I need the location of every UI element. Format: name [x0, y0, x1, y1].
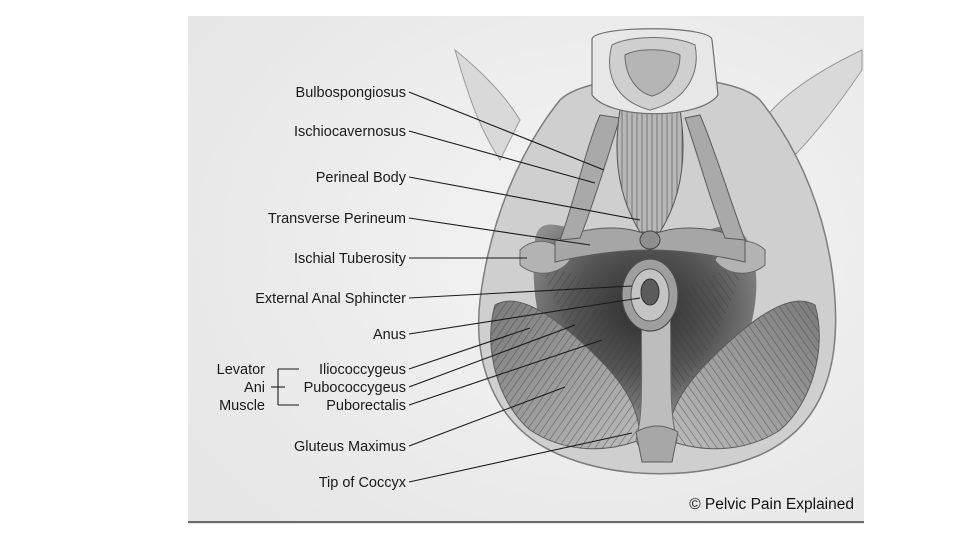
label-ischiocavernosus: Ischiocavernosus — [294, 124, 406, 140]
leader-lines — [408, 91, 641, 483]
label-ischial-tuberosity: Ischial Tuberosity — [294, 251, 407, 267]
copyright-notice: © Pelvic Pain Explained — [689, 496, 854, 513]
label-iliococcygeus: Iliococcygeus — [319, 362, 406, 378]
ischiocavernosus-right — [684, 114, 746, 241]
label-tip-of-coccyx: Tip of Coccyx — [319, 475, 407, 491]
label-perineal-body: Perineal Body — [316, 170, 407, 186]
anatomy-illustration: Bulbospongiosus Ischiocavernosus Perinea… — [188, 16, 864, 524]
gluteus-maximus-left-fibers — [490, 301, 640, 449]
coccyx-tip — [635, 425, 679, 463]
gluteus-maximus-right-fibers — [668, 301, 820, 449]
label-muscle: Muscle — [219, 398, 265, 414]
leader-pubococcygeus — [408, 324, 576, 388]
leader-iliococcygeus — [408, 327, 531, 370]
label-gluteus-maximus: Gluteus Maximus — [294, 439, 406, 455]
label-bulbospongiosus: Bulbospongiosus — [296, 85, 406, 101]
left-thigh — [454, 48, 521, 161]
label-puborectalis: Puborectalis — [326, 398, 406, 414]
perineal-body — [639, 230, 661, 250]
leader-tip-of-coccyx — [408, 432, 633, 483]
leader-transverse-perineum — [408, 217, 591, 246]
levator-ani-left-fibers — [540, 260, 640, 410]
levator-ani-bracket — [271, 368, 299, 406]
label-anus: Anus — [373, 327, 406, 343]
leader-ischiocavernosus — [408, 130, 596, 184]
leader-external-anal-sphincter — [408, 285, 633, 299]
leader-anus — [408, 297, 641, 335]
bulbospongiosus-fibers — [616, 102, 684, 232]
leader-perineal-body — [408, 176, 641, 221]
label-levator: Levator — [217, 362, 266, 378]
ischiocavernosus-left — [559, 114, 621, 241]
genital-structure-core — [624, 49, 681, 97]
label-external-anal-sphincter: External Anal Sphincter — [255, 291, 406, 307]
label-transverse-perineum: Transverse Perineum — [268, 211, 406, 227]
label-ani: Ani — [244, 380, 265, 396]
label-pubococcygeus: Pubococcygeus — [304, 380, 406, 396]
transverse-perineum-right — [651, 227, 746, 263]
anatomy-figure: Bulbospongiosus Ischiocavernosus Perinea… — [188, 16, 864, 524]
leader-bulbospongiosus — [408, 91, 605, 171]
leader-puborectalis — [408, 339, 603, 406]
leader-gluteus-maximus — [408, 386, 566, 447]
anus-opening — [640, 278, 660, 306]
